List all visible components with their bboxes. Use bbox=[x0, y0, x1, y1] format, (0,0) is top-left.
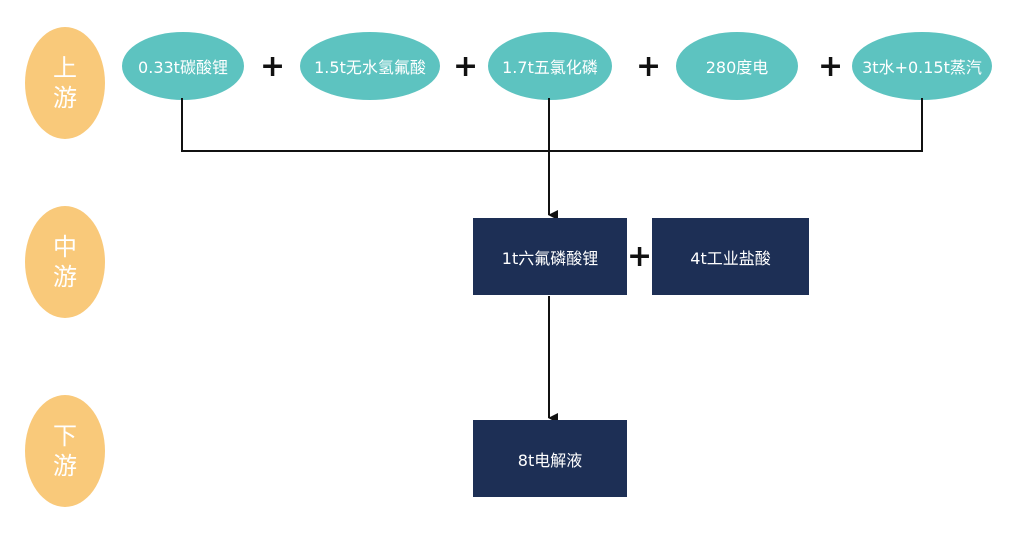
collector-line bbox=[181, 98, 923, 152]
stage-upstream-char-1: 上 bbox=[53, 54, 77, 82]
plus-sign-1: + bbox=[260, 49, 286, 84]
stage-midstream-char-2: 游 bbox=[53, 263, 77, 291]
stage-upstream-char-2: 游 bbox=[53, 84, 77, 112]
plus-sign-4: + bbox=[818, 49, 844, 84]
stage-midstream-char-1: 中 bbox=[53, 233, 77, 261]
plus-sign-2: + bbox=[453, 49, 479, 84]
product-hydrochloric-acid: 4t工业盐酸 bbox=[652, 218, 809, 295]
stage-downstream: 下 游 bbox=[25, 395, 105, 507]
stage-midstream: 中 游 bbox=[25, 206, 105, 318]
product-electrolyte: 8t电解液 bbox=[473, 420, 627, 497]
product-lipf6: 1t六氟磷酸锂 bbox=[473, 218, 627, 295]
input-electricity: 280度电 bbox=[676, 32, 798, 100]
plus-sign-3: + bbox=[636, 49, 662, 84]
stage-downstream-char-1: 下 bbox=[53, 422, 77, 450]
plus-sign-midstream: + bbox=[627, 239, 653, 274]
stage-upstream: 上 游 bbox=[25, 27, 105, 139]
input-anhydrous-hf: 1.5t无水氢氟酸 bbox=[300, 32, 440, 100]
input-phosphorus-pentachloride: 1.7t五氯化磷 bbox=[488, 32, 612, 100]
stage-downstream-char-2: 游 bbox=[53, 452, 77, 480]
input-water-steam: 3t水+0.15t蒸汽 bbox=[852, 32, 992, 100]
input-lithium-carbonate: 0.33t碳酸锂 bbox=[122, 32, 244, 100]
